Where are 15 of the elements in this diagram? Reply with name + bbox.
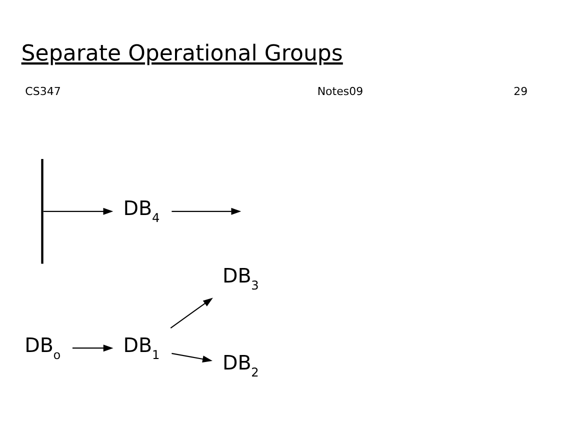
node-text: DB$_{4}$: [123, 196, 160, 225]
node-bar: [41, 158, 44, 264]
label: 29: [514, 84, 528, 98]
arrow: [172, 352, 212, 362]
diagram-title: Separate Operational Groups: [21, 40, 343, 66]
node-text: DB$_{3}$: [222, 264, 259, 292]
arrow: [172, 207, 242, 214]
node-text: DB$_{o}$: [24, 333, 61, 362]
label: CS347: [25, 84, 61, 98]
label: Notes09: [317, 84, 364, 98]
arrow: [170, 297, 213, 328]
node-text: DB$_{2}$: [222, 350, 259, 379]
arrow: [72, 344, 114, 352]
node-text: DB$_{1}$: [123, 333, 160, 362]
arrow: [43, 207, 114, 214]
